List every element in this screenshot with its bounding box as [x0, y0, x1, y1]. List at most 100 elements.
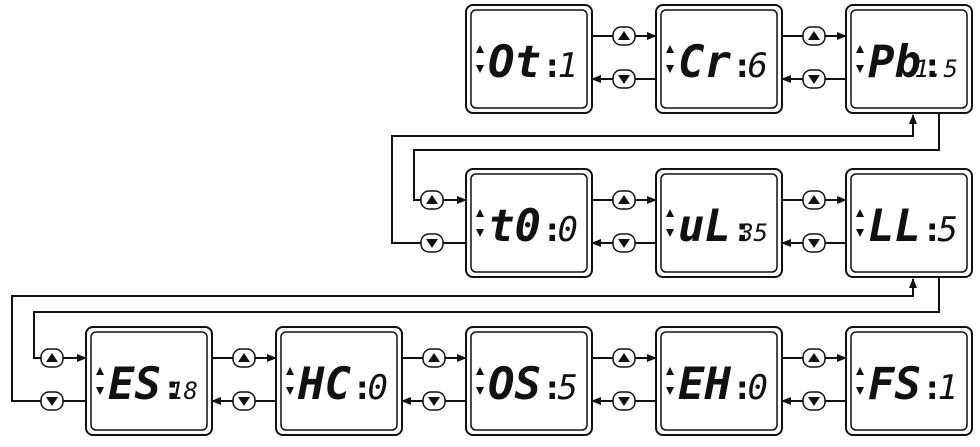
down-arrow-icon [618, 239, 630, 248]
lcd-screen-LL: LL:5 [845, 168, 973, 278]
lcd-screen-HC: HC:0 [275, 326, 403, 436]
up-arrow-button[interactable] [420, 190, 444, 210]
lcd-screen-Ot: Ot:1 [465, 4, 593, 114]
down-arrow-icon [808, 75, 820, 84]
down-arrow-button[interactable] [420, 233, 444, 253]
scroll-up-indicator-icon [666, 209, 674, 217]
down-arrow-icon [808, 397, 820, 406]
buttons [40, 26, 826, 411]
lcd-screen-Pb: Pb:1.5 [845, 4, 973, 114]
up-arrow-button[interactable] [40, 348, 64, 368]
scroll-down-indicator-icon [476, 387, 484, 395]
flow-connector [391, 114, 917, 244]
down-arrow-button[interactable] [802, 391, 826, 411]
up-arrow-button[interactable] [422, 348, 446, 368]
down-arrow-icon [238, 397, 250, 406]
flow-connector [11, 278, 917, 402]
screen-inner-frame [660, 173, 778, 273]
parameter-value: 0 [368, 368, 388, 408]
flow-connector [33, 277, 940, 359]
parameter-code: Ot [488, 37, 541, 88]
parameter-code: t0 [488, 201, 541, 252]
up-arrow-button[interactable] [232, 348, 256, 368]
up-arrow-button[interactable] [802, 26, 826, 46]
up-arrow-icon [46, 353, 58, 362]
scroll-up-indicator-icon [856, 367, 864, 375]
colon-separator: : [542, 46, 562, 86]
parameter-code: HC [297, 359, 351, 410]
down-arrow-button[interactable] [612, 69, 636, 89]
parameter-code: FS [868, 359, 921, 410]
screen-inner-frame [470, 9, 588, 109]
up-arrow-icon [428, 353, 440, 362]
scroll-down-indicator-icon [96, 387, 104, 395]
parameter-code: ES [108, 359, 161, 410]
parameter-value: 5 [938, 210, 958, 250]
down-arrow-button[interactable] [802, 233, 826, 253]
up-arrow-icon [808, 195, 820, 204]
down-arrow-button[interactable] [802, 69, 826, 89]
up-arrow-button[interactable] [802, 190, 826, 210]
lcd-screen-OS: OS:5 [465, 326, 593, 436]
scroll-up-indicator-icon [666, 367, 674, 375]
down-arrow-button[interactable] [422, 391, 446, 411]
parameter-value: 0 [558, 210, 578, 250]
up-arrow-icon [808, 31, 820, 40]
up-arrow-icon [618, 353, 630, 362]
colon-separator: : [732, 210, 752, 250]
lcd-screen-Cr: Cr:6 [655, 4, 783, 114]
parameter-value: 1.5 [915, 55, 958, 83]
scroll-up-indicator-icon [96, 367, 104, 375]
scroll-down-indicator-icon [856, 229, 864, 237]
down-arrow-icon [428, 397, 440, 406]
scroll-down-indicator-icon [476, 229, 484, 237]
parameter-code: Pb [868, 37, 921, 88]
down-arrow-button[interactable] [232, 391, 256, 411]
down-arrow-button[interactable] [40, 391, 64, 411]
screen-inner-frame [850, 9, 968, 109]
down-arrow-icon [46, 397, 58, 406]
connectors [11, 32, 940, 405]
parameter-code: LL [868, 201, 921, 252]
flow-connector [413, 113, 940, 201]
down-arrow-button[interactable] [612, 391, 636, 411]
parameter-code: OS [488, 359, 541, 410]
scroll-down-indicator-icon [286, 387, 294, 395]
down-arrow-icon [618, 75, 630, 84]
scroll-up-indicator-icon [476, 367, 484, 375]
down-arrow-icon [618, 397, 630, 406]
parameter-value: 18 [169, 377, 198, 405]
lcd-screen-uL: uL:35 [655, 168, 783, 278]
colon-separator: : [542, 210, 562, 250]
screen-inner-frame [470, 173, 588, 273]
colon-separator: : [162, 368, 182, 408]
up-arrow-icon [618, 31, 630, 40]
up-arrow-icon [618, 195, 630, 204]
screen-inner-frame [90, 331, 208, 431]
up-arrow-button[interactable] [802, 348, 826, 368]
scroll-down-indicator-icon [856, 387, 864, 395]
up-arrow-button[interactable] [612, 348, 636, 368]
colon-separator: : [542, 368, 562, 408]
screen-inner-frame [850, 331, 968, 431]
down-arrow-icon [808, 239, 820, 248]
up-arrow-button[interactable] [612, 26, 636, 46]
up-arrow-icon [238, 353, 250, 362]
parameter-value: 0 [748, 368, 768, 408]
colon-separator: : [922, 210, 942, 250]
colon-separator: : [922, 46, 942, 86]
parameter-value: 6 [748, 46, 768, 86]
up-arrow-button[interactable] [612, 190, 636, 210]
scroll-down-indicator-icon [476, 65, 484, 73]
lcd-screen-ES: ES:18 [85, 326, 213, 436]
scroll-up-indicator-icon [286, 367, 294, 375]
scroll-up-indicator-icon [856, 209, 864, 217]
screen-inner-frame [660, 9, 778, 109]
down-arrow-button[interactable] [612, 233, 636, 253]
parameter-value: 5 [558, 368, 578, 408]
screen-inner-frame [280, 331, 398, 431]
parameter-code: EH [678, 359, 731, 410]
parameter-code: uL [678, 201, 731, 252]
